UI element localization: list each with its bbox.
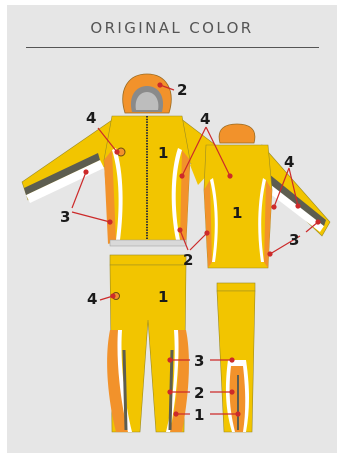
callout-jacket-front-base: 1 bbox=[158, 144, 168, 162]
callout-jacket-back-base: 1 bbox=[232, 204, 242, 222]
pants-side bbox=[217, 283, 255, 432]
callout-pants-front-accent: 4 bbox=[87, 290, 97, 308]
callout-jacket-sleeve-accent: 4 bbox=[200, 110, 210, 128]
callout-pants-side-1: 1 bbox=[194, 406, 204, 424]
jacket-front bbox=[22, 74, 222, 246]
pants-front bbox=[107, 255, 189, 432]
callout-jacket-front-accent: 4 bbox=[86, 109, 96, 127]
callout-jacket-back-sleeve: 3 bbox=[289, 231, 299, 249]
callout-jacket-back-side: 2 bbox=[183, 251, 193, 269]
jacket-back bbox=[190, 124, 330, 268]
callout-pants-side-2: 2 bbox=[194, 384, 204, 402]
callout-hood: 2 bbox=[177, 81, 187, 99]
callout-pants-side-3: 3 bbox=[194, 352, 204, 370]
callout-pants-front-base: 1 bbox=[158, 288, 168, 306]
callout-jacket-back-accent: 4 bbox=[284, 153, 294, 171]
callout-jacket-front-side: 3 bbox=[60, 208, 70, 226]
